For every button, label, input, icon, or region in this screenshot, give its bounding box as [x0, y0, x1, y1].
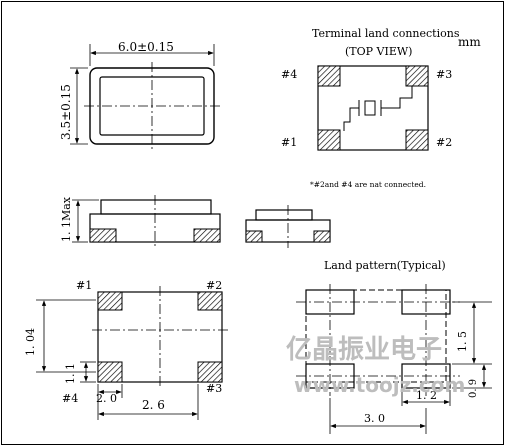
bottom-view: #1 #2 #4 #3 1. 04 1. 1 2. 0 2. 6 — [24, 279, 228, 420]
terminal-label-3: #3 — [436, 68, 452, 81]
pad-1 — [317, 129, 341, 151]
side-pad-left — [89, 228, 117, 243]
width-dimension-label: 6.0±0.15 — [118, 40, 174, 54]
terminal-label-2: #2 — [436, 136, 452, 149]
watermark-cn: 亿晶振业电子 — [286, 335, 442, 365]
unit-label: mm — [458, 35, 481, 49]
pad-4 — [317, 65, 341, 87]
land-pattern-title: Land pattern(Typical) — [324, 259, 446, 272]
bottom-label-2: #2 — [206, 279, 222, 292]
side-view-long: 1. 1Max — [60, 195, 221, 248]
land-outline — [305, 289, 447, 383]
dim-1-5-label: 1. 5 — [456, 331, 469, 352]
pad-2 — [405, 129, 429, 151]
dim-3-0-label: 3. 0 — [364, 412, 385, 425]
height-dimension-label: 3.5±0.15 — [59, 84, 73, 140]
crystal-symbol — [343, 86, 413, 131]
terminal-connections: Terminal land connections (TOP VIEW) mm … — [281, 27, 481, 189]
terminal-title: Terminal land connections — [312, 27, 460, 40]
bottom-pad-2 — [197, 291, 223, 311]
pad-3 — [405, 65, 429, 87]
bottom-label-4: #4 — [62, 392, 78, 405]
bottom-pad-1 — [97, 291, 123, 311]
side-height-label: 1. 1Max — [60, 196, 73, 242]
side-pad-right — [193, 228, 221, 243]
terminal-label-4: #4 — [281, 68, 297, 81]
bottom-label-3: #3 — [206, 382, 222, 395]
bottom-pad-4 — [97, 361, 123, 383]
terminal-label-1: #1 — [281, 136, 297, 149]
side-lid — [100, 199, 212, 215]
bottom-pad-3 — [197, 361, 223, 383]
bottom-label-1: #1 — [76, 279, 92, 292]
dim-1-04-label: 1. 04 — [24, 328, 37, 356]
terminal-note: *#2and #4 are nat connected. — [310, 180, 426, 189]
side-view-short — [245, 205, 331, 248]
dim-1-1-label: 1. 1 — [64, 363, 77, 384]
dim-0-9-label: 0. 9 — [468, 379, 479, 398]
dim-2-6-label: 2. 6 — [142, 398, 165, 412]
short-pad-left — [245, 230, 263, 243]
top-view: 6.0±0.15 3.5±0.15 — [59, 40, 220, 150]
terminal-subtitle: (TOP VIEW) — [345, 45, 412, 58]
watermark-url: www.toojz.com — [294, 373, 465, 397]
short-pad-right — [313, 230, 331, 243]
dim-1-2-label: 1. 2 — [416, 389, 437, 402]
terminal-body — [317, 65, 429, 151]
land-pattern: Land pattern(Typical) 1. 5 0. 9 1. 2 3. … — [296, 259, 492, 434]
dim-2-0-label: 2. 0 — [96, 392, 117, 405]
